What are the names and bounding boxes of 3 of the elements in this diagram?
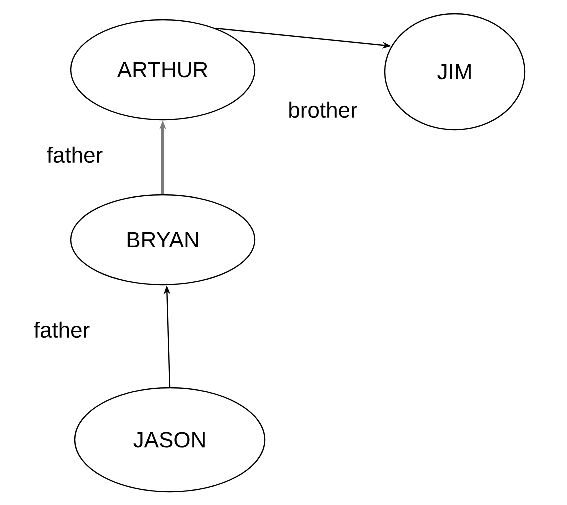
edge-label: brother <box>287 100 359 120</box>
edge-label: father <box>46 146 104 164</box>
edge-label: father <box>32 320 92 340</box>
